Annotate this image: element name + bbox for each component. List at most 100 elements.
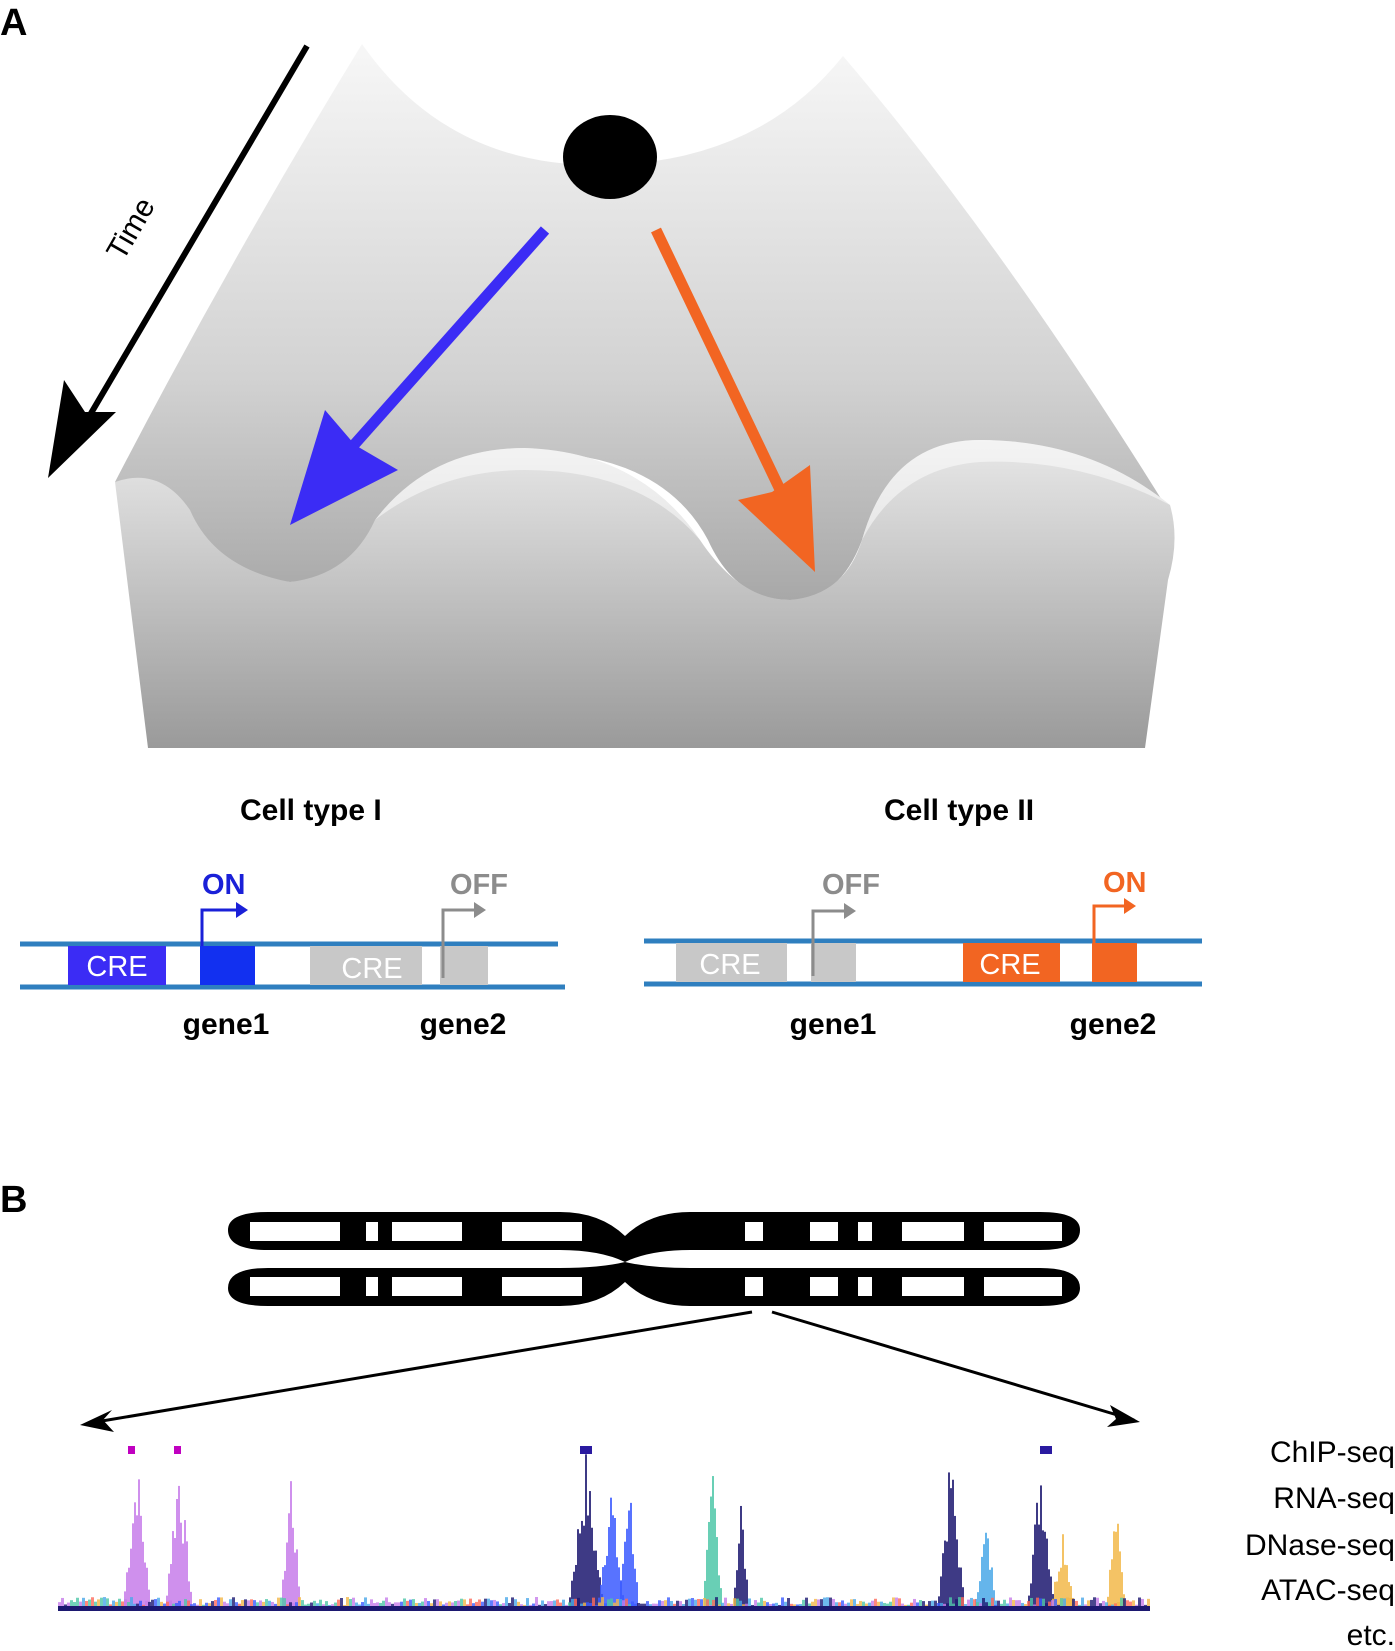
signal-noise [763, 1600, 766, 1609]
signal-noise [826, 1597, 829, 1609]
gene1-box-active [200, 946, 255, 985]
signal-bar [948, 1472, 950, 1609]
signal-noise [298, 1597, 301, 1609]
signal-noise [1141, 1598, 1144, 1609]
signal-bar [168, 1573, 170, 1609]
signal-noise [526, 1598, 529, 1609]
signal-noise [199, 1599, 202, 1609]
signal-noise [1117, 1602, 1120, 1609]
signal-noise [301, 1600, 304, 1609]
signal-bar [630, 1502, 632, 1609]
signal-bar [610, 1497, 612, 1609]
signal-noise [262, 1601, 265, 1609]
signal-noise [352, 1597, 355, 1609]
signal-noise [988, 1602, 991, 1609]
signal-noise [916, 1602, 919, 1609]
signal-bar [172, 1531, 174, 1609]
signal-noise [835, 1602, 838, 1609]
signal-noise [829, 1597, 832, 1609]
cre-box-active [68, 946, 166, 985]
signal-noise [178, 1600, 181, 1609]
signal-noise [277, 1597, 280, 1609]
signal-noise [598, 1602, 601, 1609]
time-label: Time [100, 192, 161, 265]
signal-noise [436, 1599, 439, 1609]
signal-noise [691, 1598, 694, 1609]
signal-noise [259, 1600, 262, 1609]
peak-marker [580, 1446, 592, 1454]
signal-noise [1138, 1597, 1141, 1609]
signal-noise [775, 1602, 778, 1609]
signal-noise [898, 1598, 901, 1609]
signal-bar [960, 1567, 962, 1609]
signal-bar [1062, 1534, 1064, 1609]
signal-noise [700, 1599, 703, 1609]
signal-bar [1109, 1569, 1111, 1609]
signal-noise [448, 1601, 451, 1609]
signal-bar [1058, 1571, 1060, 1609]
gene2-box-inactive [440, 946, 488, 985]
signal-bar [294, 1552, 296, 1609]
signal-noise [235, 1602, 238, 1609]
signal-bar [1111, 1559, 1113, 1609]
signal-bar [579, 1533, 581, 1609]
signal-noise [514, 1599, 517, 1609]
path-arrow-blue [290, 226, 550, 525]
signal-bar [1038, 1524, 1040, 1609]
signal-bar [983, 1544, 985, 1609]
cre-box-inactive [676, 943, 787, 982]
signal-noise [712, 1599, 715, 1609]
signal-noise [1027, 1601, 1030, 1609]
signal-noise [340, 1598, 343, 1609]
signal-bar [1036, 1502, 1038, 1609]
signal-bar [292, 1527, 294, 1609]
signal-bar [618, 1567, 620, 1609]
signal-noise [433, 1599, 436, 1609]
signal-noise [820, 1599, 823, 1609]
signal-noise [883, 1602, 886, 1609]
peak-marker [128, 1446, 135, 1454]
gene1-promoter-arrow [200, 908, 240, 946]
signal-noise [1075, 1600, 1078, 1609]
genome-tracks [58, 1446, 1150, 1611]
signal-noise [157, 1597, 160, 1609]
signal-noise [1018, 1600, 1021, 1609]
signal-noise [1090, 1599, 1093, 1609]
signal-bar [571, 1580, 573, 1609]
signal-noise [166, 1601, 169, 1609]
signal-noise [271, 1601, 274, 1609]
signal-bar [634, 1568, 636, 1609]
signal-bar [144, 1562, 146, 1609]
signal-noise [394, 1602, 397, 1609]
signal-noise [100, 1597, 103, 1609]
signal-noise [991, 1597, 994, 1609]
signal-bar [282, 1579, 284, 1609]
signal-noise [880, 1601, 883, 1609]
signal-bar [587, 1515, 589, 1609]
signal-bar [981, 1556, 983, 1609]
signal-noise [67, 1602, 70, 1609]
signal-bar [130, 1548, 132, 1609]
signal-bar [636, 1582, 638, 1609]
cell-type-2-title: Cell type II [884, 794, 1034, 827]
signal-bar [1040, 1485, 1042, 1609]
signal-bar [1066, 1565, 1068, 1609]
signal-bar [589, 1491, 591, 1609]
cre2-label: CRE [979, 949, 1040, 981]
signal-noise [724, 1597, 727, 1609]
assay-label-atac-seq: ATAC-seq [1261, 1574, 1395, 1607]
signal-noise [637, 1602, 640, 1609]
signal-noise [58, 1602, 61, 1609]
signal-noise [622, 1600, 625, 1609]
signal-noise [715, 1597, 718, 1609]
signal-noise [412, 1599, 415, 1609]
signal-noise [487, 1598, 490, 1609]
signal-bar [952, 1479, 954, 1609]
signal-noise [124, 1599, 127, 1609]
signal-noise [445, 1602, 448, 1609]
signal-noise [355, 1602, 358, 1609]
signal-noise [1003, 1599, 1006, 1609]
signal-bar [628, 1510, 630, 1609]
signal-noise [850, 1599, 853, 1609]
